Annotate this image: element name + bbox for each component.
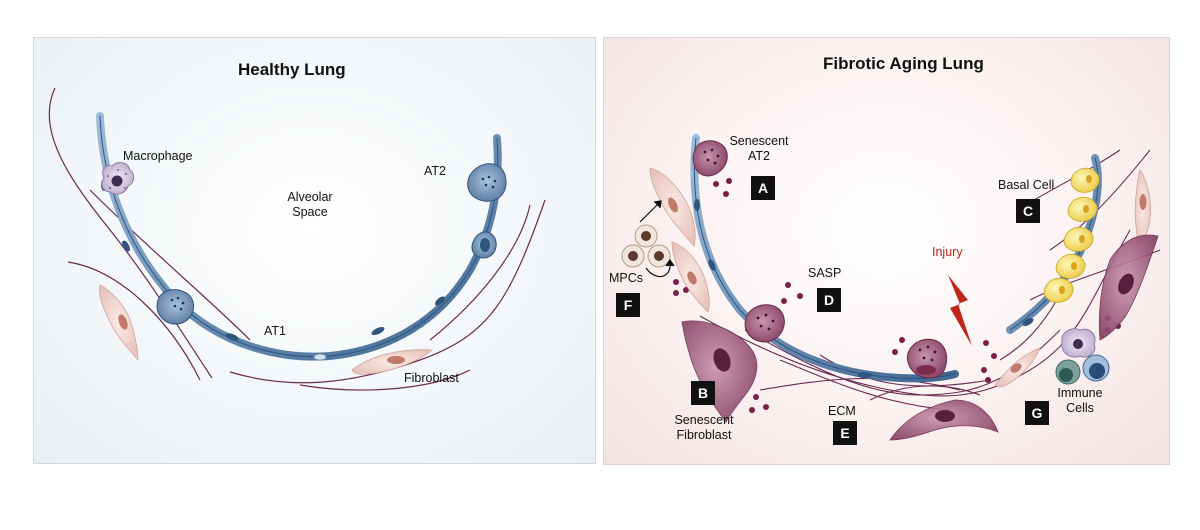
macrophage-cell [101, 162, 135, 195]
healthy-fibroblast-left [99, 284, 139, 362]
senescent-fibroblast-left [681, 320, 758, 423]
fibrotic-lung-title: Fibrotic Aging Lung [823, 54, 984, 73]
label-senescent-fibroblast: Senescent Fibroblast [674, 413, 734, 442]
injury-bolt [948, 275, 972, 346]
healthy-at2-cell-lower [156, 289, 194, 325]
badge-b: B [691, 381, 715, 405]
badge-e: E [833, 421, 857, 445]
mpc-cells [621, 224, 671, 268]
label-at2: AT2 [424, 164, 446, 178]
senescent-at2-cell-mid [744, 304, 785, 343]
fibrotic-epithelial-nuclei [694, 199, 1034, 378]
healthy-at2-cell-upper [467, 163, 507, 202]
label-sasp: SASP [808, 266, 842, 280]
label-alveolar-space: Alveolar Space [287, 190, 333, 219]
badge-f: F [616, 293, 640, 317]
senescent-fibroblast-right [1098, 234, 1159, 341]
mpc-arrows [639, 200, 675, 278]
senescent-at2-cell-top [692, 140, 728, 177]
healthy-at2-cell-right [471, 231, 497, 259]
badge-g: G [1025, 401, 1049, 425]
healthy-ecm-fibers [48, 87, 546, 391]
label-mpcs: MPCs [609, 271, 644, 285]
badge-c: C [1016, 199, 1040, 223]
label-injury: Injury [932, 245, 963, 259]
healthy-lung-title: Healthy Lung [238, 60, 346, 79]
immune-cells [1055, 328, 1110, 385]
label-senescent-at2: Senescent AT2 [729, 134, 789, 163]
label-ecm: ECM [828, 404, 856, 418]
healthy-epithelial-nuclei [101, 179, 445, 341]
fibrotic-fibroblast-top [649, 167, 696, 247]
senescent-at2-cell-bottom [906, 338, 948, 379]
label-fibroblast: Fibroblast [404, 371, 459, 385]
basal-cells [1043, 167, 1100, 303]
fibrotic-fibroblast-right-top [1134, 169, 1151, 245]
fibrotic-fibroblast-left [671, 241, 710, 313]
label-basal-cell: Basal Cell [998, 178, 1055, 192]
label-at1: AT1 [264, 324, 286, 338]
badge-d: D [817, 288, 841, 312]
healthy-at1-junction [313, 353, 327, 361]
badge-a: A [751, 176, 775, 200]
senescent-fibroblast-bottom [889, 399, 999, 441]
label-immune-cells: Immune Cells [1057, 386, 1103, 415]
label-macrophage: Macrophage [123, 149, 193, 163]
healthy-fibroblast-bottom [351, 349, 434, 375]
fibrotic-fibroblast-lower [994, 347, 1041, 388]
